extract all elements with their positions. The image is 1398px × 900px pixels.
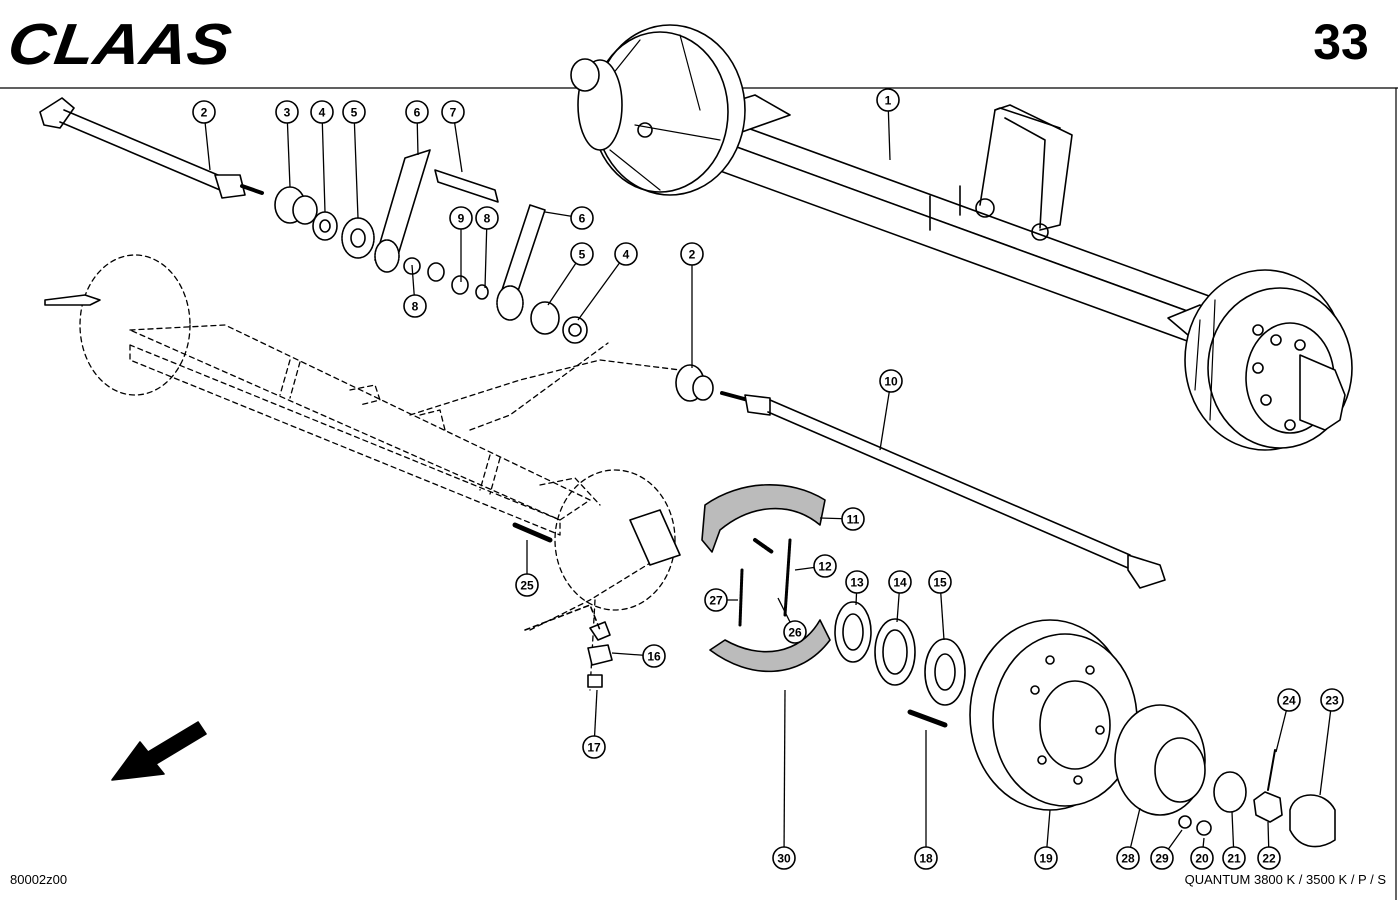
callout-17: 17 (582, 735, 606, 759)
callout-number: 18 (919, 852, 933, 866)
callout-number: 24 (1282, 694, 1296, 708)
drawing-number: 80002z00 (10, 872, 68, 887)
callout-number: 1 (885, 94, 892, 108)
callout-14: 14 (888, 570, 912, 594)
arrow-down-left-icon (111, 721, 207, 781)
callout-leader (1319, 699, 1333, 796)
callout-6: 6 (570, 206, 594, 230)
right-brake-drum (1184, 269, 1353, 451)
callout-7: 7 (441, 100, 465, 124)
callout-number: 10 (884, 375, 898, 389)
callout-28: 28 (1116, 846, 1140, 870)
callout-number: 11 (847, 513, 860, 527)
callout-number: 28 (1121, 852, 1135, 866)
callout-13: 13 (845, 570, 869, 594)
callout-number: 9 (458, 212, 465, 226)
callout-leader (353, 111, 359, 219)
callout-number: 27 (709, 594, 723, 608)
callout-18: 18 (914, 846, 938, 870)
callout-27: 27 (704, 588, 728, 612)
brake-drum-19 (969, 619, 1138, 811)
callout-number: 5 (351, 106, 358, 120)
callout-30: 30 (772, 846, 796, 870)
callout-5: 5 (570, 242, 594, 266)
callout-number: 12 (818, 560, 832, 574)
callout-number: 20 (1195, 852, 1209, 866)
callout-22: 22 (1257, 846, 1281, 870)
callout-leader (783, 689, 786, 859)
brake-link-7 (434, 169, 499, 203)
callout-number: 8 (484, 212, 491, 226)
callout-number: 25 (520, 579, 534, 593)
callout-11: 11 (841, 507, 865, 531)
callout-number: 15 (933, 576, 947, 590)
callout-number: 21 (1227, 852, 1241, 866)
callout-number: 2 (201, 106, 208, 120)
spring-26 (753, 538, 774, 554)
callout-number: 13 (850, 576, 864, 590)
callout-1: 1 (876, 88, 900, 112)
callout-8: 8 (475, 206, 499, 230)
callout-number: 17 (587, 741, 601, 755)
callout-4: 4 (310, 100, 334, 124)
callout-leader (321, 111, 326, 213)
callout-2: 2 (680, 242, 704, 266)
callout-number: 2 (689, 248, 696, 262)
brake-camshaft (39, 97, 264, 199)
callout-29: 29 (1150, 846, 1174, 870)
callout-2: 2 (192, 100, 216, 124)
brand-logo: CLAAS (10, 12, 235, 76)
callout-20: 20 (1190, 846, 1214, 870)
callout-number: 4 (319, 106, 326, 120)
callout-number: 4 (623, 248, 630, 262)
brake-shoe-lower (709, 619, 831, 673)
callout-25: 25 (515, 573, 539, 597)
callout-9: 9 (449, 206, 473, 230)
callout-5: 5 (342, 100, 366, 124)
spring-27 (738, 568, 744, 627)
svg-text:CLAAS: CLAAS (10, 12, 235, 76)
axle-beam (674, 94, 1223, 343)
callout-6: 6 (405, 100, 429, 124)
callout-23: 23 (1320, 688, 1344, 712)
model-designation: QUANTUM 3800 K / 3500 K / P / S (1184, 872, 1386, 887)
callout-number: 6 (414, 106, 421, 120)
bushing-set (274, 186, 375, 259)
callout-26: 26 (783, 620, 807, 644)
callout-leader (286, 111, 291, 188)
callout-4: 4 (614, 242, 638, 266)
callout-16: 16 (642, 644, 666, 668)
callout-10: 10 (879, 369, 903, 393)
callout-12: 12 (813, 554, 837, 578)
ghost-axle (79, 254, 681, 691)
callout-number: 6 (579, 212, 586, 226)
callout-number: 8 (412, 300, 419, 314)
callout-number: 23 (1325, 694, 1339, 708)
callout-15: 15 (928, 570, 952, 594)
callout-number: 22 (1262, 852, 1276, 866)
callout-number: 3 (284, 106, 291, 120)
callout-number: 30 (777, 852, 791, 866)
callout-19: 19 (1034, 846, 1058, 870)
callout-number: 29 (1155, 852, 1169, 866)
callout-8: 8 (403, 294, 427, 318)
callout-number: 16 (647, 650, 661, 664)
callout-leader (577, 253, 627, 321)
brake-shoe-upper (701, 484, 826, 553)
callout-number: 7 (450, 106, 457, 120)
callout-21: 21 (1222, 846, 1246, 870)
spring-12 (783, 538, 792, 617)
page-number: 33 (1313, 14, 1369, 70)
callout-number: 5 (579, 248, 586, 262)
callout-number: 14 (893, 576, 907, 590)
callout-number: 26 (788, 626, 802, 640)
callout-24: 24 (1277, 688, 1301, 712)
left-brake-drum (570, 24, 746, 196)
callout-3: 3 (275, 100, 299, 124)
callout-number: 19 (1039, 852, 1053, 866)
rod-10 (767, 399, 1166, 589)
